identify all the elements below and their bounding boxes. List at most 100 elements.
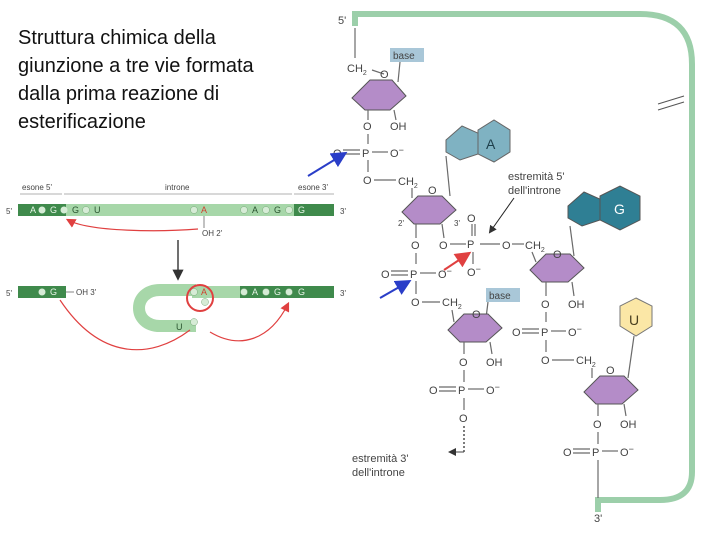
phosphate-dot — [190, 288, 198, 296]
ring-oxygen: O — [428, 185, 437, 197]
bond — [627, 335, 635, 379]
base-G-ring5 — [567, 191, 603, 227]
oxygen: O — [411, 240, 420, 252]
oxygen: O — [363, 175, 372, 187]
attack-arrow-2-left — [59, 299, 191, 351]
phosphate-dot — [240, 288, 248, 296]
nucleotide: A — [30, 205, 36, 215]
carbon-3-label: 3' — [454, 219, 460, 228]
base-G-ring6 — [599, 185, 641, 231]
phosphate-dot — [190, 318, 198, 326]
nucleotide: A — [252, 287, 258, 297]
phosphorus: P — [410, 269, 417, 281]
hydroxyl: OH — [620, 419, 637, 431]
nucleotide: G — [274, 287, 281, 297]
ch2-label: CH2 — [442, 297, 462, 311]
break-mark — [657, 101, 685, 111]
nucleotide: U — [94, 205, 101, 215]
ribose-ring — [401, 195, 457, 225]
phosphate-dot — [240, 206, 248, 214]
base-label: base — [393, 51, 415, 62]
phosphate-dot — [60, 206, 68, 214]
hydroxyl: OH — [486, 357, 503, 369]
oxygen: O — [429, 385, 438, 397]
exon5-label: esone 5' — [22, 183, 52, 192]
bond — [489, 341, 493, 355]
ch2-label: CH2 — [347, 63, 367, 77]
title-line: dalla prima reazione di — [18, 83, 220, 105]
row2-end3: 3' — [340, 289, 346, 298]
base-label: base — [489, 291, 511, 302]
bond — [571, 281, 575, 297]
blue-annotation-arrow — [307, 151, 348, 177]
oxygen: O — [439, 240, 448, 252]
base-A-ring6 — [477, 119, 511, 163]
row1-exon3 — [294, 204, 334, 216]
phosphate-dot — [38, 206, 46, 214]
row2-intron — [192, 286, 240, 298]
ring-oxygen: O — [380, 69, 389, 81]
oxygen: O — [459, 357, 468, 369]
ring-oxygen: O — [472, 309, 481, 321]
o-minus: O− — [486, 382, 500, 397]
branch-nucleotide: A — [201, 287, 207, 297]
bond — [397, 61, 401, 83]
row1-end5: 5' — [6, 207, 12, 216]
end3-intron-label-2: dell'introne — [352, 467, 405, 479]
row1-intron — [66, 204, 294, 216]
splicing-scheme: esone 5' introne esone 3' 5' 3' A G G U … — [6, 183, 346, 351]
end5-label: 5' — [338, 15, 346, 27]
phosphate-dot — [285, 206, 293, 214]
o-minus: O− — [568, 324, 582, 339]
red-annotation-arrow — [443, 251, 472, 271]
phosphate-dot — [262, 206, 270, 214]
oxygen: O — [593, 419, 602, 431]
end5-intron-label-1: estremità 5' — [508, 171, 565, 183]
oxygen: O — [502, 240, 511, 252]
oxygen: O — [467, 213, 476, 225]
bond — [445, 155, 451, 197]
end5-intron-label-2: dell'introne — [508, 185, 561, 197]
o-minus: O− — [620, 444, 634, 459]
oh2-label: OH 2' — [202, 229, 223, 238]
attack-arrow-1 — [65, 218, 199, 232]
carbon-2-label: 2' — [398, 219, 404, 228]
ch2-label: CH2 — [525, 240, 545, 254]
base-A-ring5 — [445, 125, 481, 161]
slide-title: Struttura chimica della giunzione a tre … — [18, 24, 318, 136]
base-U-ring — [619, 297, 653, 337]
ring-oxygen: O — [553, 249, 562, 261]
bond — [393, 109, 397, 121]
bond — [569, 225, 575, 257]
nucleotide: A — [252, 205, 258, 215]
backbone-frame — [352, 11, 695, 512]
nucleotide: G — [298, 205, 305, 215]
bond — [451, 309, 455, 323]
title-line: Struttura chimica della — [18, 27, 216, 49]
branch-highlight-circle — [186, 284, 214, 312]
nucleotide: U — [176, 322, 183, 332]
phosphate-dot — [38, 288, 46, 296]
bond — [623, 403, 627, 417]
nucleotide: G — [72, 205, 79, 215]
oxygen: O — [512, 327, 521, 339]
phosphorus: P — [467, 239, 474, 251]
base-box — [390, 48, 424, 62]
phosphorus: P — [541, 327, 548, 339]
phosphate-dot — [190, 206, 198, 214]
phosphate-dot — [262, 288, 270, 296]
ribose-ring — [529, 253, 585, 283]
ch2-label: CH2 — [398, 176, 418, 190]
nucleotide: G — [50, 287, 57, 297]
ribose-ring — [583, 375, 639, 405]
nucleotide: G — [298, 287, 305, 297]
phosphate-dot — [201, 298, 209, 306]
phosphate-dot — [285, 288, 293, 296]
oxygen: O — [459, 413, 468, 425]
attack-arrow-2-right — [209, 301, 290, 342]
oxygen: O — [541, 299, 550, 311]
intron-label: introne — [165, 183, 190, 192]
lariat-loop — [133, 284, 196, 332]
o-minus: O− — [467, 264, 481, 279]
title-line: esterificazione — [18, 111, 146, 133]
